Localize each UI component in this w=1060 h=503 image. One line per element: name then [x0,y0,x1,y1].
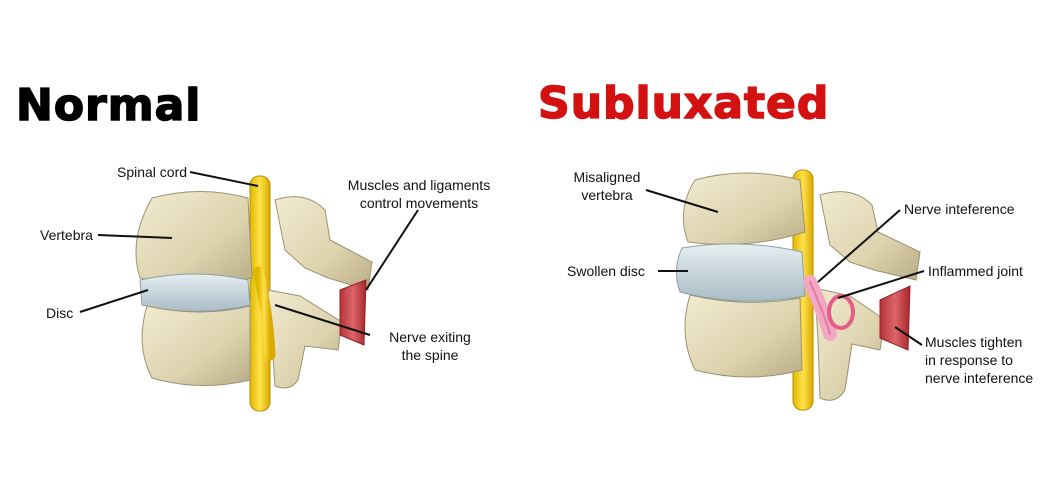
normal-lower-vertebra [141,305,251,387]
subluxated-tight-muscle [879,285,911,351]
subluxated-title: Subluxated [537,78,830,129]
normal-muscle [339,279,367,346]
normal-upper-process [274,196,373,291]
subluxated-upper-vertebra [682,172,806,245]
label-muscles-ligaments: Muscles and ligaments control movements [347,177,491,211]
normal-disc [139,273,251,312]
subluxated-swollen-disc [676,243,806,302]
label-disc: Disc [46,305,74,321]
normal-exiting-nerve [252,266,276,361]
label-vertebra: Vertebra [40,227,93,243]
label-swollen-disc: Swollen disc [567,263,645,279]
label-misaligned-vertebra: Misaligned vertebra [573,169,641,203]
subluxated-spine-group [676,169,921,411]
subluxated-lower-process [814,287,886,401]
leader-lines [79,171,925,346]
label-nerve-interference: Nerve inteference [904,201,1015,217]
normal-title: Normal [15,80,202,131]
normal-lower-process [267,289,343,389]
subluxated-lower-vertebra [684,294,803,378]
subluxated-inflamed-joint [827,294,855,330]
label-spinal-cord: Spinal cord [117,164,188,180]
normal-spine-group [135,175,373,412]
label-inflamed-joint: Inflammed joint [928,263,1023,279]
label-nerve-exiting: Nerve exiting the spine [389,329,471,363]
label-muscles-tighten: Muscles tighten in response to nerve int… [925,334,1034,386]
